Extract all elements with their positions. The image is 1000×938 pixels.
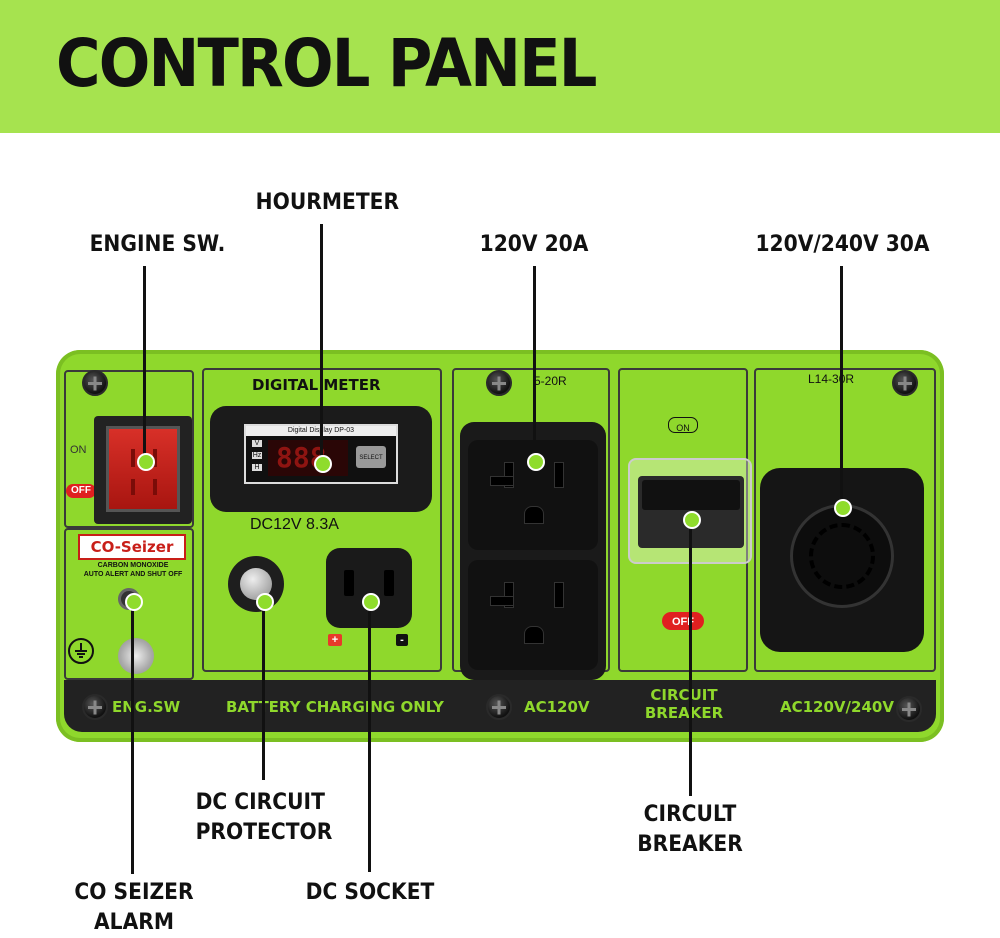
- leader-line-breaker: [689, 518, 692, 796]
- outlet-240v-model: L14-30R: [808, 372, 855, 386]
- bar-label-ac240: AC120V/240V: [780, 698, 894, 716]
- callout-engine-sw: ENGINE SW.: [89, 232, 226, 257]
- control-panel: ON OFF CO-Seizer CARBON MONOXIDE AUTO AL…: [56, 350, 944, 742]
- marker-breaker: [683, 511, 701, 529]
- marker-engine-sw: [137, 453, 155, 471]
- bar-label-ac120: AC120V: [524, 698, 590, 716]
- callout-circuit-breaker: CIRCULT BREAKER: [627, 800, 752, 860]
- leader-line-240v: [840, 266, 843, 506]
- callout-hourmeter: HOURMETER: [255, 190, 400, 215]
- screw-icon: [82, 694, 108, 720]
- callout-circuit-breaker-line2: BREAKER: [637, 832, 743, 857]
- bar-label-circuit-breaker-line1: CIRCUIT: [650, 686, 718, 704]
- marker-dc-socket: [362, 593, 380, 611]
- marker-co-seizer: [125, 593, 143, 611]
- dc-plus-icon: +: [328, 634, 342, 646]
- callout-circuit-breaker-line1: CIRCULT: [643, 802, 737, 827]
- digital-meter-label: DIGITAL METER: [252, 376, 381, 394]
- co-desc-line2: AUTO ALERT AND SHUT OFF: [83, 571, 183, 578]
- callout-co-seizer-alarm: CO SEIZER ALARM: [71, 878, 196, 938]
- bar-label-circuit-breaker: CIRCUIT BREAKER: [642, 686, 726, 722]
- leader-line-co-seizer: [131, 600, 134, 874]
- page-title: CONTROL PANEL: [56, 25, 597, 102]
- dc-rating: DC12V 8.3A: [250, 516, 339, 533]
- meter-display: Digital Display DP-03 V Hz H 888 SELECT: [244, 424, 398, 484]
- dc-minus-icon: -: [396, 634, 408, 646]
- dc-minus-label: -: [400, 634, 404, 646]
- callout-dc-circuit-protector-line1: DC CIRCUIT: [195, 790, 325, 815]
- ground-terminal[interactable]: [118, 638, 154, 674]
- callout-co-seizer-line2: ALARM: [94, 910, 174, 935]
- bar-label-eng-sw: ENG.SW: [112, 698, 181, 716]
- breaker-off-label: OFF: [672, 616, 694, 628]
- meter-select-label: SELECT: [359, 455, 383, 461]
- callout-dc-circuit-protector: DC CIRCUIT PROTECTOR: [195, 788, 333, 848]
- co-section: [64, 528, 194, 680]
- bar-label-battery: BATTERY CHARGING ONLY: [226, 698, 444, 716]
- meter-unit-hz: Hz: [252, 452, 262, 459]
- leader-line-dc-protector: [262, 600, 265, 780]
- outlet-240v-receptacle[interactable]: [790, 504, 894, 608]
- outlet-120v-model: 5-20R: [534, 374, 567, 388]
- engine-section: [64, 370, 194, 528]
- dc-plus-label: +: [331, 634, 339, 646]
- leader-line-hourmeter: [320, 224, 323, 462]
- co-seizer-logo: CO-Seizer: [78, 534, 186, 560]
- screw-icon: [486, 694, 512, 720]
- switch-off-label: OFF: [71, 485, 91, 496]
- bar-label-circuit-breaker-line2: BREAKER: [644, 704, 724, 722]
- leader-line-dc-socket: [368, 600, 371, 872]
- marker-hourmeter: [314, 455, 332, 473]
- callout-dc-circuit-protector-line2: PROTECTOR: [195, 820, 333, 845]
- co-seizer-brand: CO-Seizer: [90, 538, 174, 556]
- title-banner: CONTROL PANEL: [0, 0, 1000, 133]
- marker-120v: [527, 453, 545, 471]
- meter-unit-v: V: [252, 440, 262, 447]
- breaker-section: [618, 368, 748, 672]
- meter-select-button[interactable]: SELECT: [356, 446, 386, 468]
- callout-co-seizer-line1: CO SEIZER: [74, 880, 194, 905]
- outlet-120v-bottom[interactable]: [468, 560, 598, 670]
- callout-dc-socket: DC SOCKET: [305, 880, 435, 905]
- screw-icon: [892, 370, 918, 396]
- marker-240v: [834, 499, 852, 517]
- breaker-off-badge: OFF: [662, 612, 704, 630]
- callout-120v-240v-30a: 120V/240V 30A: [755, 232, 930, 257]
- breaker-on-badge: ON: [668, 417, 698, 433]
- meter-unit-h: H: [252, 464, 262, 471]
- co-desc-line1: CARBON MONOXIDE: [97, 562, 169, 569]
- callout-120v-20a: 120V 20A: [479, 232, 589, 257]
- marker-dc-protector: [256, 593, 274, 611]
- meter-lcd: 888: [268, 440, 348, 476]
- screw-icon: [896, 696, 922, 722]
- screw-icon: [82, 370, 108, 396]
- ground-icon: [68, 638, 94, 664]
- leader-line-120v: [533, 266, 536, 460]
- outlet-240v-section: [754, 368, 936, 672]
- leader-line-engine-sw: [143, 266, 146, 460]
- switch-on-label: ON: [70, 444, 87, 456]
- screw-icon: [486, 370, 512, 396]
- switch-off-badge: OFF: [66, 484, 96, 498]
- breaker-on-label: ON: [676, 423, 690, 433]
